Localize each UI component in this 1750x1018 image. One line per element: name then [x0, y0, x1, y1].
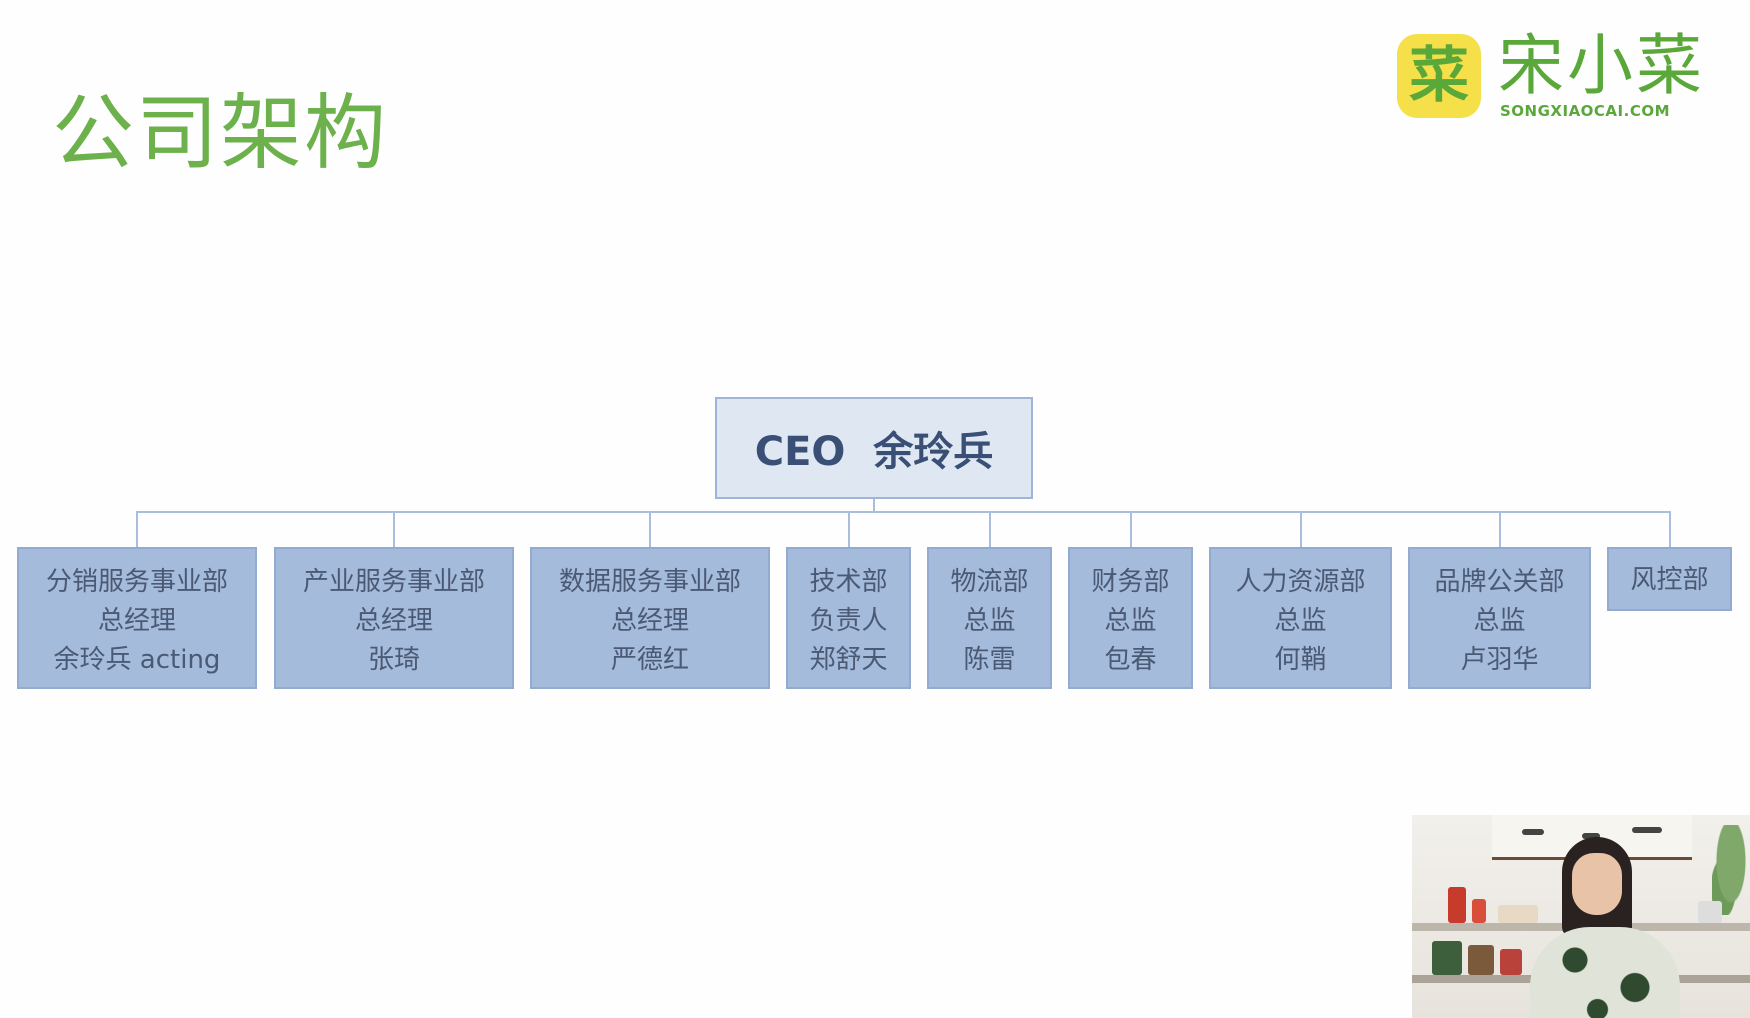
- department-connector: [848, 511, 850, 547]
- department-node: 品牌公关部总监卢羽华: [1408, 547, 1591, 689]
- department-node-line: 分销服务事业部: [45, 567, 228, 597]
- department-node-line: 陈雷: [963, 645, 1016, 675]
- department-node-line: 风控部: [1630, 565, 1709, 595]
- department-node-line: 总监: [1104, 606, 1157, 636]
- department-node-line: 何鞘: [1274, 645, 1327, 675]
- presenter-webcam: [1412, 815, 1750, 1018]
- department-node-line: 技术部: [809, 567, 888, 597]
- department-node-line: 张琦: [367, 645, 420, 675]
- presenter-face: [1572, 853, 1622, 915]
- department-connector: [393, 511, 395, 547]
- department-node-line: 产业服务事业部: [302, 567, 485, 597]
- department-node-line: 总监: [1274, 606, 1327, 636]
- horizontal-connector: [137, 511, 1670, 513]
- department-node-line: 物流部: [950, 567, 1029, 597]
- department-connector: [1669, 511, 1671, 547]
- presenter-body: [1530, 927, 1680, 1018]
- department-node-line: 总监: [1473, 606, 1526, 636]
- department-node-line: 数据服务事业部: [558, 567, 741, 597]
- department-node-line: 郑舒天: [809, 645, 888, 675]
- department-node: 人力资源部总监何鞘: [1209, 547, 1392, 689]
- logo-name: 宋小菜: [1498, 27, 1705, 104]
- department-node-line: 卢羽华: [1460, 645, 1539, 675]
- department-node: 财务部总监包春: [1068, 547, 1193, 689]
- department-node: 数据服务事业部总经理严德红: [530, 547, 770, 689]
- department-node-line: 总经理: [97, 606, 176, 636]
- department-connector: [649, 511, 651, 547]
- logo-url: SONGXIAOCAI.COM: [1500, 102, 1671, 120]
- department-connector: [1300, 511, 1302, 547]
- department-connector: [1130, 511, 1132, 547]
- department-node: 风控部: [1607, 547, 1732, 611]
- page-title: 公司架构: [52, 86, 389, 181]
- root-connector: [873, 499, 875, 512]
- department-node: 物流部总监陈雷: [927, 547, 1052, 689]
- department-node-line: 余玲兵 acting: [53, 645, 221, 675]
- plant: [1712, 825, 1750, 915]
- department-node-line: 包春: [1104, 645, 1157, 675]
- logo-badge-icon: 菜: [1397, 34, 1481, 118]
- department-node-line: 负责人: [809, 606, 888, 636]
- department-node-line: 严德红: [610, 645, 689, 675]
- department-node-line: 人力资源部: [1235, 567, 1366, 597]
- department-node-line: 总经理: [354, 606, 433, 636]
- department-node: 分销服务事业部总经理余玲兵 acting: [17, 547, 257, 689]
- department-node-line: 财务部: [1091, 567, 1170, 597]
- department-node: 产业服务事业部总经理张琦: [274, 547, 514, 689]
- department-connector: [136, 511, 138, 547]
- department-connector: [1499, 511, 1501, 547]
- department-node-line: 品牌公关部: [1434, 567, 1565, 597]
- department-connector: [989, 511, 991, 547]
- company-logo: 菜 宋小菜 SONGXIAOCAI.COM: [1397, 30, 1707, 124]
- department-node: 技术部负责人郑舒天: [786, 547, 911, 689]
- ceo-node: CEO 余玲兵: [715, 397, 1033, 499]
- department-node-line: 总监: [963, 606, 1016, 636]
- department-node-line: 总经理: [610, 606, 689, 636]
